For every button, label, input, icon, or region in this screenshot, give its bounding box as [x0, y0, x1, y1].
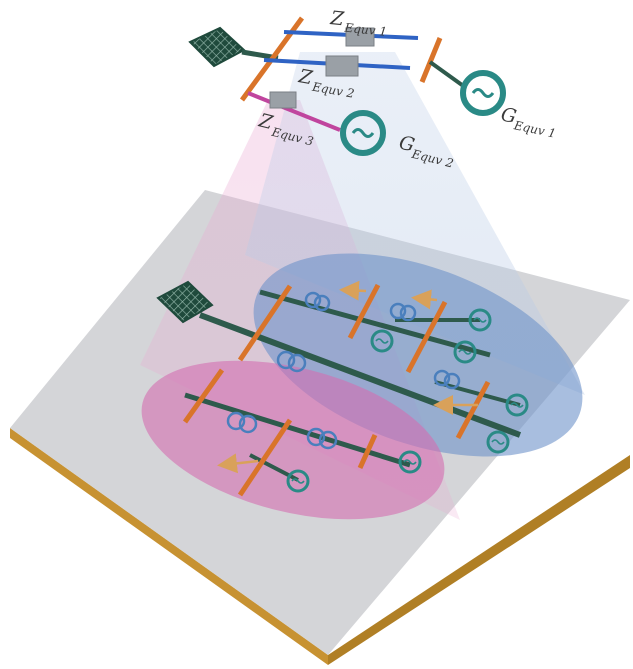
- generator-icon: [460, 70, 506, 116]
- svg-text:G: G: [397, 132, 417, 157]
- detailed-network: [156, 280, 529, 497]
- label-z-equv-1: Z Equv 1: [328, 7, 388, 39]
- label-g-equv-1: G Equv 1: [499, 103, 557, 141]
- svg-text:G: G: [499, 103, 518, 128]
- impedance-block-icon: [269, 91, 297, 109]
- platform-side-right: [328, 455, 630, 665]
- external-grid-icon: [156, 280, 214, 324]
- svg-text:Equv 1: Equv 1: [343, 20, 388, 38]
- impedance-block-icon: [325, 55, 359, 77]
- generator-icon: [340, 110, 386, 156]
- load-arrow-icon: [217, 280, 478, 474]
- platform-side-left: [10, 428, 328, 665]
- generator-icon: [286, 308, 529, 493]
- transformer-icon: [226, 291, 461, 450]
- external-grid-icon: [188, 26, 246, 68]
- svg-text:Z: Z: [256, 109, 276, 134]
- svg-text:Z: Z: [296, 65, 315, 89]
- svg-text:Z: Z: [328, 7, 345, 30]
- svg-text:Equv 1: Equv 1: [512, 118, 557, 141]
- region-pink: [141, 360, 445, 520]
- impedance-block-icon: [345, 27, 375, 47]
- equivalent-network: [188, 16, 506, 156]
